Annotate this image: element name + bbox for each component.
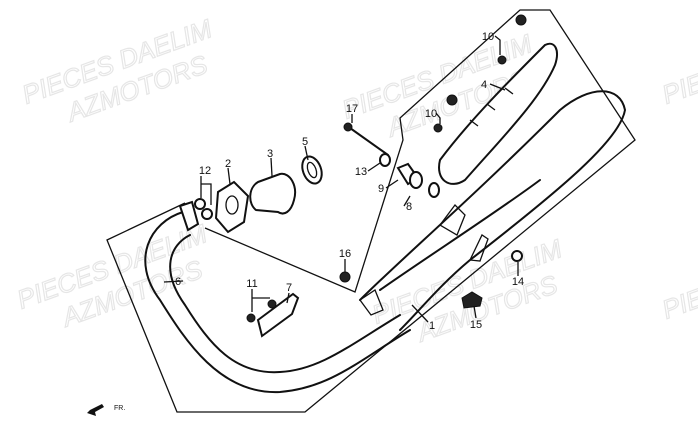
muffler-lower-edge xyxy=(379,179,541,291)
leader-lines xyxy=(163,35,519,323)
seal-ring-hole xyxy=(306,161,318,179)
nut-10b xyxy=(433,123,443,133)
callout-15: 15 xyxy=(470,319,482,331)
front-label: FR. xyxy=(114,405,125,412)
assembly-outline xyxy=(106,9,636,413)
front-direction-indicator: FR. xyxy=(87,404,125,416)
flange-plate xyxy=(214,180,250,234)
watermark-line1: PIECES DAELIM xyxy=(658,13,698,110)
bolt-16 xyxy=(339,271,351,283)
nut-14 xyxy=(511,250,523,262)
muffler-bracket xyxy=(359,204,489,316)
clip-15 xyxy=(461,291,483,309)
bracket-7 xyxy=(256,292,300,338)
callout-4: 4 xyxy=(481,79,487,91)
bolt-10b xyxy=(446,94,458,106)
pipe-flange-end xyxy=(178,200,200,232)
nut-11b xyxy=(267,299,277,309)
nut-10a xyxy=(497,55,507,65)
callout-8: 8 xyxy=(406,201,412,213)
callout-13: 13 xyxy=(355,166,367,178)
callout-10-lower: 10 xyxy=(425,108,437,120)
callout-1: 1 xyxy=(429,320,435,332)
bolt-10a xyxy=(515,14,527,26)
joint-collar xyxy=(249,172,296,215)
callout-16: 16 xyxy=(339,248,351,260)
callout-3: 3 xyxy=(267,148,273,160)
bolt-17 xyxy=(349,127,389,156)
callout-11: 11 xyxy=(246,278,257,290)
callout-9: 9 xyxy=(378,183,384,195)
nut-12b xyxy=(201,208,213,220)
watermark-line1: PIECES DAELIM xyxy=(658,228,698,325)
heat-shield xyxy=(438,42,558,185)
washer-13 xyxy=(379,153,391,167)
callout-14: 14 xyxy=(512,276,524,288)
arrow-left-icon xyxy=(87,404,104,416)
washer-8a xyxy=(409,171,423,189)
callout-6: 6 xyxy=(175,276,181,288)
washer-8b xyxy=(428,182,440,198)
flange-plate-hole xyxy=(225,195,239,215)
callout-5: 5 xyxy=(302,136,308,148)
callout-10-top: 10 xyxy=(482,31,494,43)
callouts: 1 2 3 4 5 6 7 8 9 10 10 11 12 13 14 15 1… xyxy=(175,31,524,332)
nut-11a xyxy=(246,313,256,323)
nut-12a xyxy=(194,198,206,210)
heat-shield-slots xyxy=(469,87,514,127)
bolt-17-head xyxy=(343,122,353,132)
callout-7: 7 xyxy=(286,282,292,294)
callout-17: 17 xyxy=(346,103,358,115)
seal-ring xyxy=(301,155,323,185)
exhaust-pipe-inner xyxy=(169,234,401,374)
muffler-body xyxy=(359,90,626,331)
callout-12: 12 xyxy=(199,165,211,177)
callout-2: 2 xyxy=(225,158,231,170)
exhaust-pipe xyxy=(144,211,411,394)
